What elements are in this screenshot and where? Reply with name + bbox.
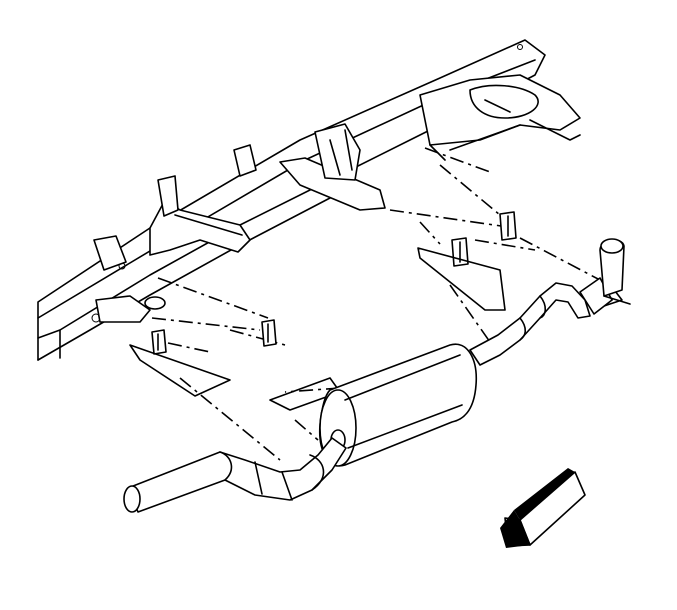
front-direction-arrow-icon <box>500 468 586 548</box>
hanger-front-left <box>151 329 167 355</box>
hanger-rear-left <box>499 211 517 241</box>
muffler-bracket-left <box>129 344 231 397</box>
vehicle-frame <box>37 39 581 361</box>
hanger-center <box>451 237 469 267</box>
hanger-front-right <box>261 319 277 347</box>
tailpipe <box>123 437 347 513</box>
front-exhaust-pipe <box>469 238 631 366</box>
muffler-bracket-right <box>417 247 506 311</box>
